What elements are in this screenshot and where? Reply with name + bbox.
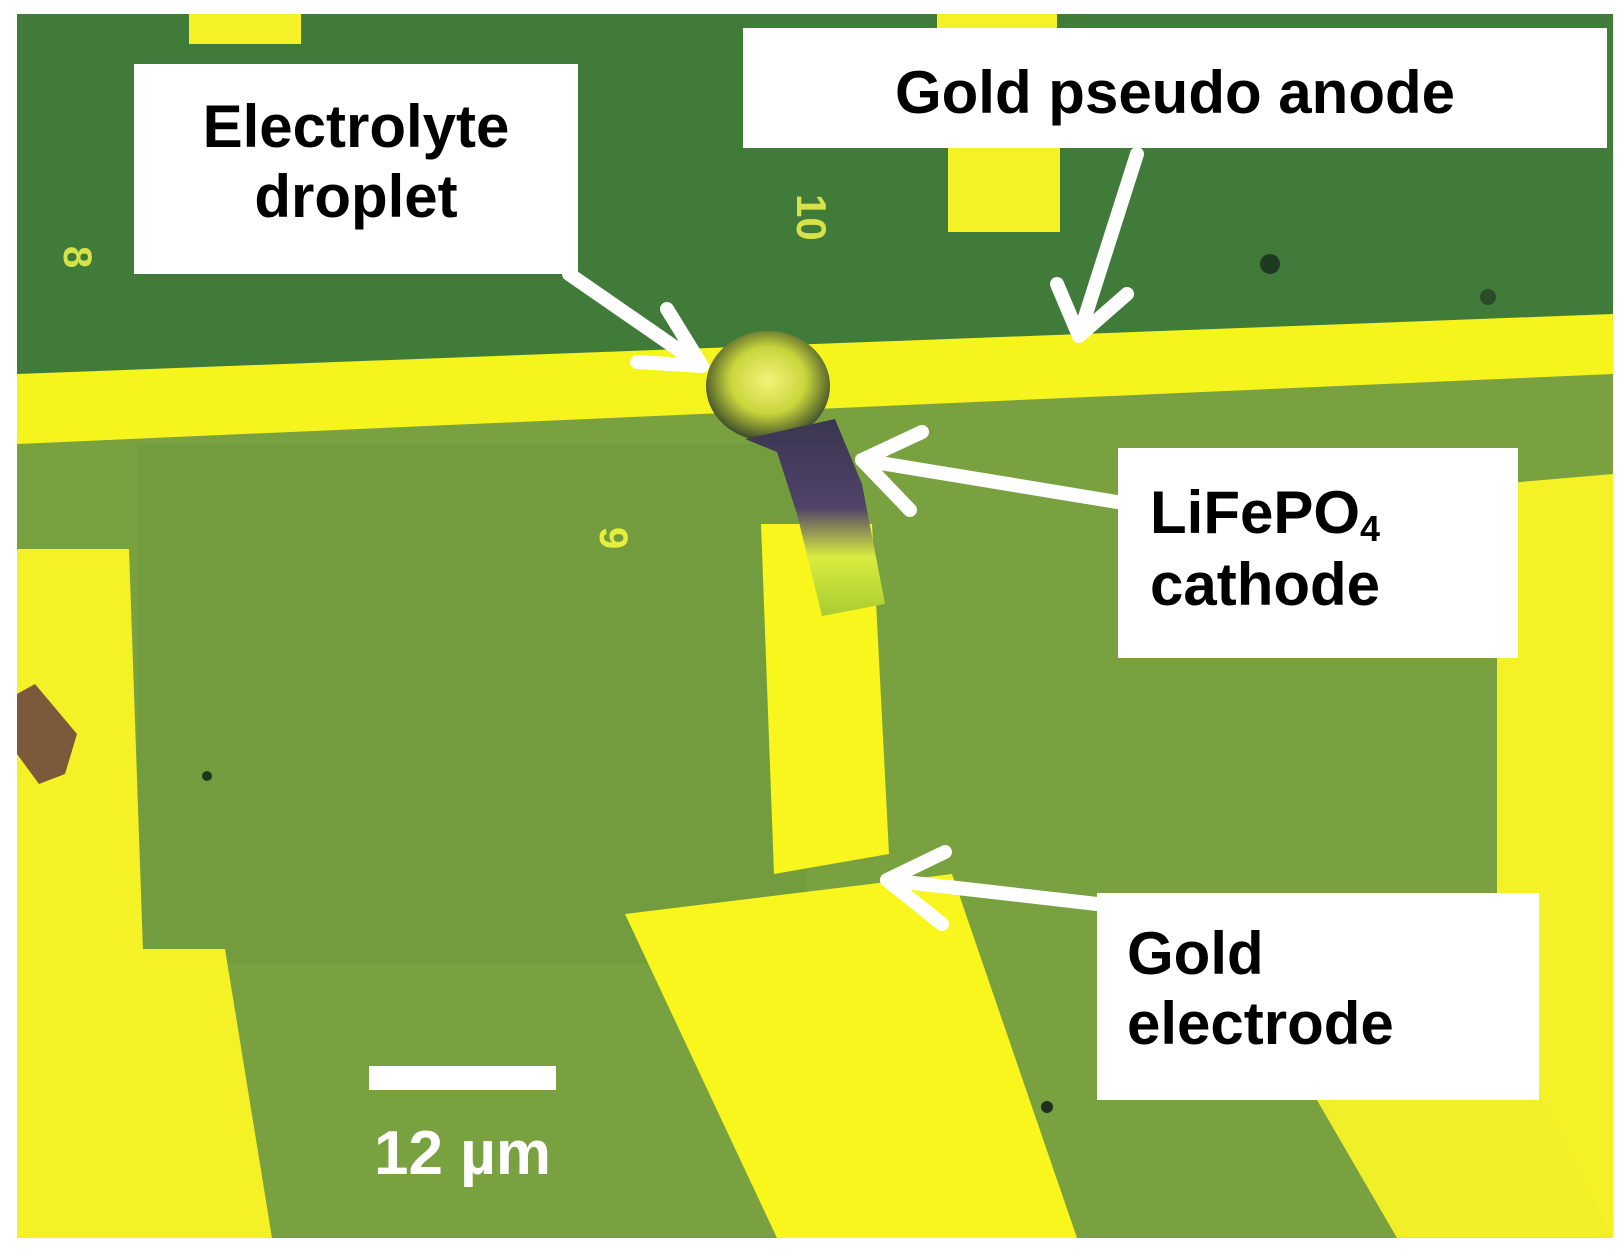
label-line: Gold (1127, 920, 1264, 987)
gold-pad (189, 14, 301, 44)
formula-main: LiFePO (1150, 479, 1361, 546)
gold-pad (948, 146, 1060, 232)
scale-bar (369, 1066, 556, 1090)
scale-bar-label: 12 µm (373, 1119, 552, 1188)
debris-particle (17, 684, 77, 784)
electrolyte-droplet (706, 331, 830, 441)
pad-number-marking: 10 (788, 194, 835, 241)
arrow-icon (855, 425, 1124, 517)
arrow-icon (880, 845, 1104, 931)
arrow-icon (562, 267, 709, 373)
label-line: cathode (1150, 550, 1381, 618)
pad-number-marking: 9 (591, 527, 635, 549)
gold-electrode-left-lower (17, 949, 272, 1238)
pad-number-marking: 8 (55, 246, 99, 268)
lifepo4-cathode-label: LiFePO4 cathode (1118, 448, 1518, 658)
debris-particle (1041, 1101, 1053, 1113)
label-line: Gold pseudo anode (894, 59, 1455, 126)
lifepo4-cathode-flake (745, 419, 885, 616)
substrate-shade (137, 444, 807, 964)
label-line: electrode (1127, 989, 1394, 1057)
label-line: Electrolyte (202, 93, 510, 160)
gold-pseudo-anode-label: Gold pseudo anode (743, 28, 1607, 148)
arrow-icon (1050, 147, 1144, 343)
label-line: droplet (254, 162, 458, 230)
electrolyte-droplet-label: Electrolyte droplet (134, 64, 578, 274)
debris-particle (1480, 289, 1496, 305)
gold-electrode-label: Gold electrode (1097, 893, 1539, 1100)
formula-subscript: 4 (1360, 508, 1381, 549)
chemical-formula: LiFePO4 (1150, 478, 1518, 550)
gold-electrode-center-lower (625, 874, 1077, 1238)
debris-particle (1260, 254, 1280, 274)
gold-electrode-center (761, 524, 889, 874)
debris-particle (202, 771, 212, 781)
